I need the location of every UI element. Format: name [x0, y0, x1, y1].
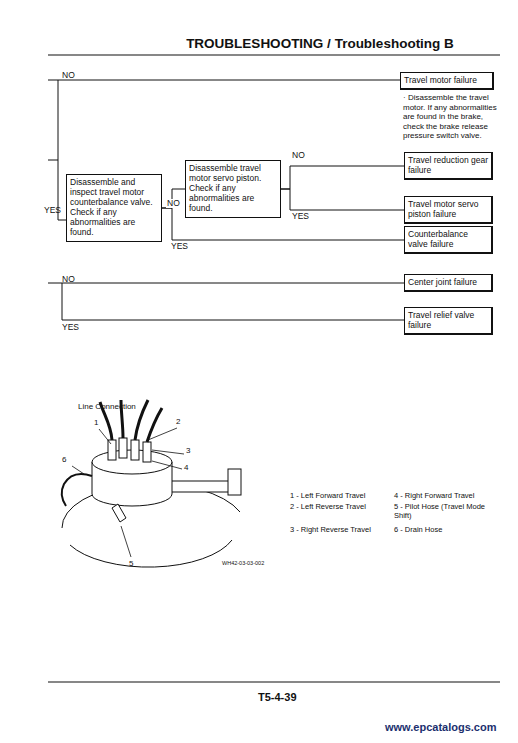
key-entry: 6 - Drain Hose	[394, 526, 442, 535]
callout-number: 2	[176, 417, 180, 426]
key-entry: 3 - Right Reverse Travel	[290, 526, 371, 535]
box-text: Travel motor failure	[404, 75, 489, 85]
note-text: · Disassemble the travel motor. If any a…	[403, 93, 499, 141]
center-joint-drawing	[228, 469, 241, 495]
leader-line	[99, 429, 111, 444]
flow-line	[58, 80, 59, 220]
result-box: Center joint failure	[404, 274, 493, 292]
flow-line	[48, 160, 58, 161]
result-box: Travel motor servo piston failure	[404, 196, 493, 224]
figure-code: WH42-03-03-002	[222, 560, 264, 566]
key-entry: 1 - Left Forward Travel	[290, 492, 365, 501]
result-box: Travel motor failure	[400, 72, 494, 90]
flow-connector	[281, 166, 404, 189]
center-joint-drawing	[112, 504, 126, 522]
center-joint-drawing	[62, 474, 92, 506]
branch-label: YES	[44, 205, 61, 215]
page-number: T5-4-39	[258, 691, 297, 704]
branch-label: NO	[291, 151, 306, 160]
branch-label: NO	[62, 70, 75, 80]
callout-number: 3	[186, 446, 190, 455]
center-joint-drawing	[119, 438, 127, 458]
leader-line	[148, 428, 177, 440]
leader-line	[152, 461, 182, 469]
branch-label: NO	[62, 274, 75, 284]
key-entry: 4 - Right Forward Travel	[394, 492, 474, 501]
leader-line	[152, 450, 184, 454]
result-box: Counterbalance valve failure	[404, 226, 493, 254]
center-joint-drawing	[108, 440, 116, 460]
branch-label: YES	[62, 322, 79, 332]
leader-line	[121, 526, 131, 557]
flow-line	[48, 80, 400, 81]
rule-line	[48, 681, 500, 682]
flow-line	[62, 320, 404, 321]
key-entry: 2 - Left Reverse Travel	[290, 503, 366, 512]
branch-label: NO	[166, 199, 181, 208]
key-entry: 5 - Pilot Hose (Travel Mode Shift)	[394, 503, 494, 521]
callout-number: 4	[184, 463, 188, 472]
box-text: Travel relief valve failure	[408, 310, 488, 330]
process-box: Disassemble travel motor servo piston. C…	[185, 160, 281, 218]
result-box: Travel relief valve failure	[404, 307, 493, 335]
callout-number: 6	[62, 455, 66, 464]
leader-line	[72, 466, 84, 474]
flow-line	[48, 80, 404, 320]
callout-number: 5	[129, 559, 133, 568]
box-text: Disassemble and inspect travel motor cou…	[70, 177, 158, 237]
flow-line	[48, 283, 404, 284]
center-joint-drawing	[62, 400, 241, 567]
flow-connector	[162, 189, 185, 208]
rule-line	[48, 54, 500, 55]
figure-title: Line Connection	[78, 402, 136, 411]
flow-line	[62, 283, 63, 320]
leader-line	[72, 428, 184, 557]
rule-line	[48, 55, 500, 682]
watermark: www.epcatalogs.com	[385, 721, 496, 734]
box-text: Counterbalance valve failure	[408, 229, 488, 249]
box-text: Disassemble travel motor servo piston. C…	[189, 163, 277, 213]
page-title: TROUBLESHOOTING / Troubleshooting B	[140, 36, 500, 51]
callout-number: 1	[94, 418, 98, 427]
box-text: Travel reduction gear failure	[408, 155, 488, 175]
flow-connector	[281, 189, 404, 210]
center-joint-drawing	[143, 442, 151, 462]
process-box: Disassemble and inspect travel motor cou…	[66, 174, 162, 242]
branch-label: YES	[170, 242, 189, 251]
flow-line	[58, 220, 66, 221]
center-joint-drawing	[131, 440, 139, 460]
center-joint-drawing	[135, 400, 148, 440]
result-box: Travel reduction gear failure	[404, 152, 493, 180]
box-text: Travel motor servo piston failure	[408, 199, 488, 219]
center-joint-drawing	[70, 540, 232, 567]
box-text: Center joint failure	[408, 277, 488, 287]
branch-label: YES	[291, 212, 310, 221]
